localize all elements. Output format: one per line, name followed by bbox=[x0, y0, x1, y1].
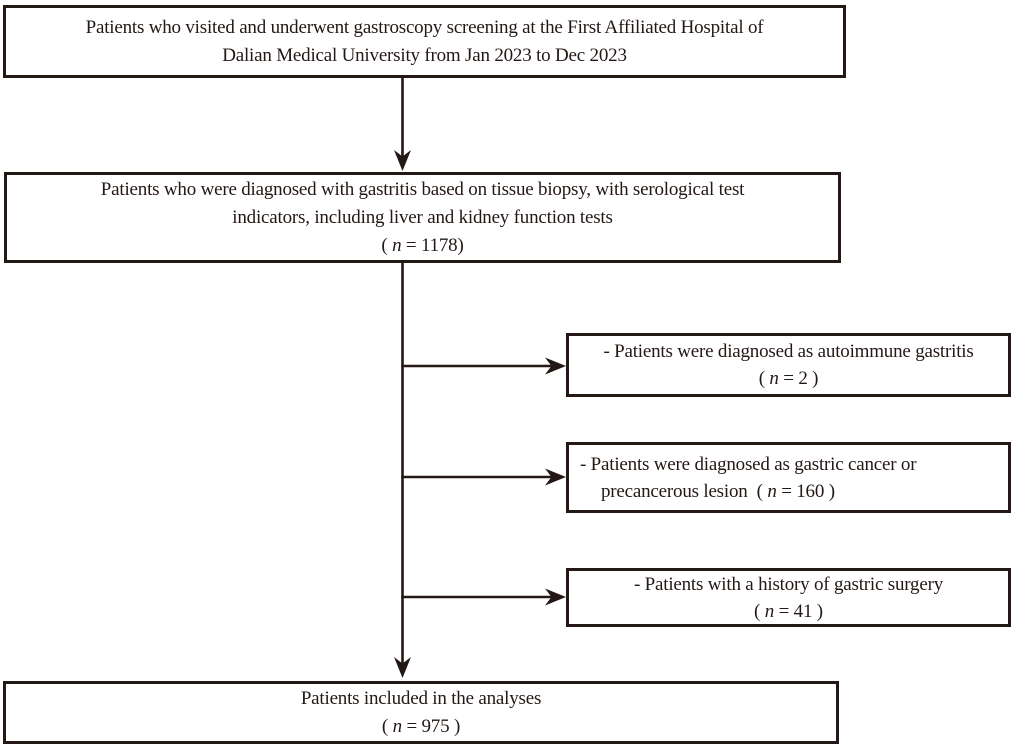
diagnosed-count: ( n = 1178) bbox=[7, 232, 838, 260]
arrow-branch-cancer bbox=[401, 468, 566, 486]
diagnosed-text-line1: Patients who were diagnosed with gastrit… bbox=[100, 178, 745, 200]
excluded-surgery-count: ( n = 41 ) bbox=[569, 598, 1008, 625]
excluded-surgery-count-open: ( bbox=[754, 600, 765, 622]
arrow-diagnosed-to-included bbox=[394, 263, 411, 678]
excluded-autoimmune-count-nvar: n bbox=[769, 368, 779, 389]
screening-text-line1: Patients who visited and underwent gastr… bbox=[85, 16, 764, 38]
diagnosed-text-line2: indicators, including liver and kidney f… bbox=[232, 206, 613, 228]
box-screening: Patients who visited and underwent gastr… bbox=[3, 5, 846, 78]
screening-text-line2: Dalian Medical University from Jan 2023 … bbox=[222, 44, 627, 66]
diagnosed-count-value: = 1178) bbox=[401, 234, 464, 256]
included-count-value: = 975 ) bbox=[401, 715, 461, 737]
diagnosed-count-open: ( bbox=[381, 234, 393, 256]
excluded-cancer-text-line1: - Patients were diagnosed as gastric can… bbox=[580, 453, 917, 475]
included-text: Patients included in the analyses bbox=[300, 687, 542, 709]
excluded-autoimmune-count: ( n = 2 ) bbox=[569, 365, 1008, 392]
box-excluded-cancer: - Patients were diagnosed as gastric can… bbox=[566, 442, 1011, 513]
excluded-surgery-text: - Patients with a history of gastric sur… bbox=[633, 573, 944, 595]
box-diagnosed-gastritis: Patients who were diagnosed with gastrit… bbox=[4, 172, 841, 263]
excluded-autoimmune-text: - Patients were diagnosed as autoimmune … bbox=[603, 341, 974, 362]
excluded-cancer-text-line2: precancerous lesion ( n = 160 ) bbox=[580, 478, 1008, 505]
excluded-surgery-count-nvar: n bbox=[764, 600, 775, 622]
diagnosed-count-nvar: n bbox=[392, 234, 402, 256]
box-excluded-autoimmune: - Patients were diagnosed as autoimmune … bbox=[566, 333, 1011, 397]
arrow-screening-to-diagnosed bbox=[394, 78, 411, 171]
included-count-open: ( bbox=[381, 715, 393, 737]
included-count-nvar: n bbox=[392, 715, 403, 737]
excluded-cancer-count-value: = 160 ) bbox=[776, 480, 835, 502]
excluded-autoimmune-count-open: ( bbox=[758, 368, 770, 389]
arrow-branch-autoimmune bbox=[401, 357, 566, 375]
arrow-branch-surgery bbox=[401, 588, 566, 606]
excluded-autoimmune-count-value: = 2 ) bbox=[778, 368, 819, 389]
box-included-analyses: Patients included in the analyses ( n = … bbox=[3, 681, 839, 744]
excluded-cancer-line2-pre: precancerous lesion ( bbox=[601, 480, 768, 502]
box-excluded-surgery: - Patients with a history of gastric sur… bbox=[566, 568, 1011, 627]
excluded-cancer-count-nvar: n bbox=[767, 480, 777, 502]
included-count: ( n = 975 ) bbox=[6, 713, 836, 741]
excluded-surgery-count-value: = 41 ) bbox=[774, 600, 824, 622]
